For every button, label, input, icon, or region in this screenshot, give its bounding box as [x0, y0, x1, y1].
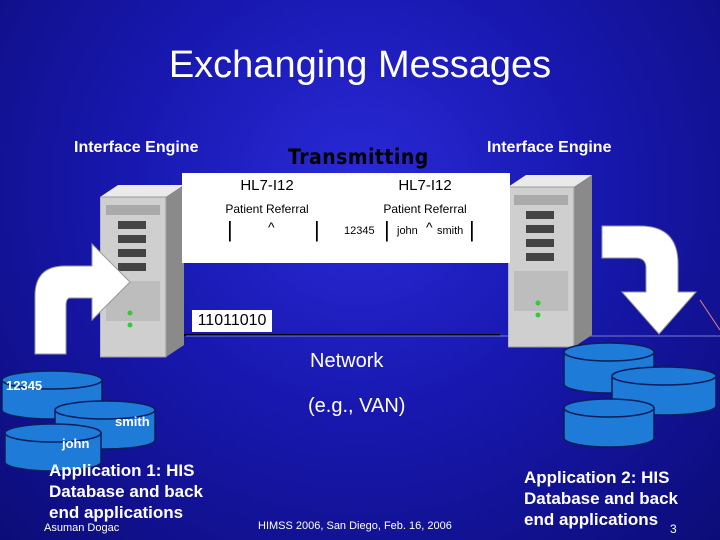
- right-database-icons: [563, 342, 717, 448]
- app1-line: Application 1: HIS: [49, 461, 195, 480]
- field-separator: |: [469, 217, 475, 242]
- app1-label: Application 1: HIS Database and back end…: [49, 460, 203, 523]
- app2-label: Application 2: HIS Database and back end…: [524, 467, 678, 530]
- left-database-icons: [1, 370, 156, 472]
- surname: smith: [437, 225, 464, 237]
- page-number: 3: [670, 522, 677, 536]
- message-type: HL7-I12: [240, 177, 294, 194]
- app2-line: Application 2: HIS: [524, 468, 670, 487]
- app1-line: end applications: [49, 503, 184, 522]
- network-example: (e.g., VAN): [308, 395, 406, 417]
- binary-data: 11011010: [192, 310, 272, 332]
- db-value: smith: [115, 414, 150, 429]
- app2-line: Database and back: [524, 489, 679, 508]
- left-engine-label: Interface Engine: [74, 139, 199, 156]
- author: Asuman Dogac: [44, 522, 120, 534]
- footer-text: HIMSS 2006, San Diego, Feb. 16, 2006: [258, 520, 452, 532]
- network-label: Network: [310, 350, 384, 372]
- slide-title: Exchanging Messages: [168, 44, 552, 86]
- component-separator: ^: [268, 219, 275, 235]
- transmitting-label: Transmitting: [288, 145, 429, 169]
- message-type: HL7-I12: [398, 177, 452, 194]
- component-separator: ^: [426, 219, 433, 235]
- down-arrow-icon: [601, 225, 698, 335]
- app2-line: end applications: [524, 510, 659, 529]
- message-subtitle: Patient Referral: [383, 202, 467, 216]
- field-separator: |: [314, 217, 320, 242]
- message-box-right: HL7-I12 Patient Referral 12345 | john ^ …: [340, 173, 510, 263]
- up-arrow-icon: [34, 242, 131, 355]
- patient-id: 12345: [344, 225, 375, 237]
- db-value: john: [62, 436, 90, 451]
- db-value: 12345: [6, 378, 43, 393]
- first-name: john: [397, 225, 418, 237]
- right-server-icon: [508, 175, 592, 348]
- field-separator: |: [227, 217, 233, 242]
- right-engine-label: Interface Engine: [487, 139, 612, 156]
- field-separator: |: [384, 217, 390, 242]
- app1-line: Database and back: [49, 482, 204, 501]
- message-subtitle: Patient Referral: [225, 202, 309, 216]
- message-box-left: HL7-I12 Patient Referral | ^ |: [182, 173, 352, 263]
